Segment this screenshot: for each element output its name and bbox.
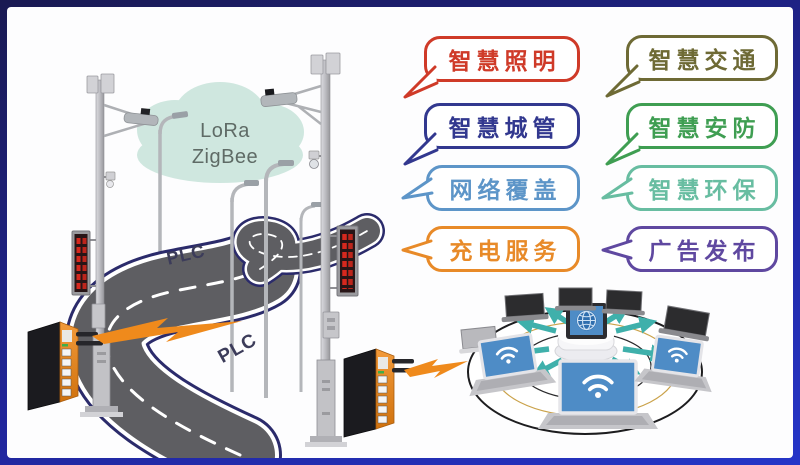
bubble-smart-lighting: 智慧照明	[403, 36, 580, 99]
bubble-label: 网络覆盖	[449, 177, 562, 203]
bubble-tail	[401, 239, 433, 260]
bubble-network-coverage: 网络覆盖	[401, 165, 580, 211]
wifi-laptop	[469, 332, 557, 397]
bubble-advertising: 广告发布	[601, 226, 778, 272]
lora-zigbee-cloud	[137, 82, 304, 183]
lightning-bolt-wireless	[404, 359, 468, 378]
cloud-label-lora: LoRa	[200, 120, 250, 142]
junction-box	[322, 311, 340, 339]
diagram-canvas: LoRa ZigBee PLC PLC 智慧照明 智慧交通 智慧城管 智慧安防 …	[7, 7, 793, 458]
junction-box	[91, 303, 106, 329]
led-display	[330, 225, 359, 297]
bubble-label: 智慧照明	[448, 48, 561, 74]
led-display	[71, 230, 96, 296]
bubble-smart-traffic: 智慧交通	[605, 35, 778, 98]
street-light-head	[260, 88, 298, 107]
dark-laptop	[658, 305, 710, 342]
street-lamp-3	[264, 160, 294, 398]
bubble-label: 广告发布	[648, 238, 761, 264]
smart-pole-right	[260, 52, 359, 447]
bubble-label: 智慧安防	[648, 115, 761, 141]
hub-tablet	[566, 303, 607, 339]
street-lamp-2	[230, 180, 259, 392]
street-light-head	[123, 108, 159, 126]
pole-base-cabinet	[92, 335, 111, 409]
cloud-label-zigbee: ZigBee	[191, 145, 259, 168]
pole-top-device	[100, 73, 115, 94]
wifi-laptop	[538, 359, 658, 429]
security-camera	[308, 150, 321, 169]
bubble-label: 充电服务	[449, 238, 562, 264]
dark-laptop	[501, 292, 549, 323]
smart-pole-left	[71, 73, 159, 417]
pole-base-cabinet	[316, 359, 336, 443]
dark-laptop	[601, 289, 645, 316]
scene-illustration	[27, 52, 712, 458]
pole-top-device	[310, 54, 324, 75]
globe-icon	[576, 310, 597, 331]
cloud-protocol-label: LoRa ZigBee	[160, 119, 290, 170]
security-camera	[104, 171, 116, 188]
wifi-laptop	[634, 334, 712, 393]
bubble-tail	[403, 65, 439, 99]
dark-laptop	[555, 287, 596, 311]
bubble-tail	[403, 132, 439, 166]
bubble-label: 智慧交通	[648, 47, 761, 73]
pole-top-device	[86, 75, 99, 94]
bubble-tail	[605, 132, 641, 166]
bubble-label: 智慧城管	[448, 115, 561, 141]
network-ring	[459, 287, 712, 435]
bubble-tail	[601, 239, 633, 260]
bubble-label: 智慧环保	[648, 177, 761, 203]
bubble-smart-city-management: 智慧城管	[403, 103, 580, 166]
lightning-bolt-plc	[92, 318, 242, 344]
bubble-tail	[601, 177, 634, 200]
pole-top-device	[325, 52, 341, 75]
bubble-tail	[605, 64, 641, 98]
bubble-smart-security: 智慧安防	[605, 103, 778, 166]
bubble-smart-environment: 智慧环保	[601, 165, 778, 211]
industrial-router-right	[343, 348, 420, 438]
bubble-tail	[401, 177, 434, 200]
bubble-charging-service: 充电服务	[401, 226, 580, 272]
